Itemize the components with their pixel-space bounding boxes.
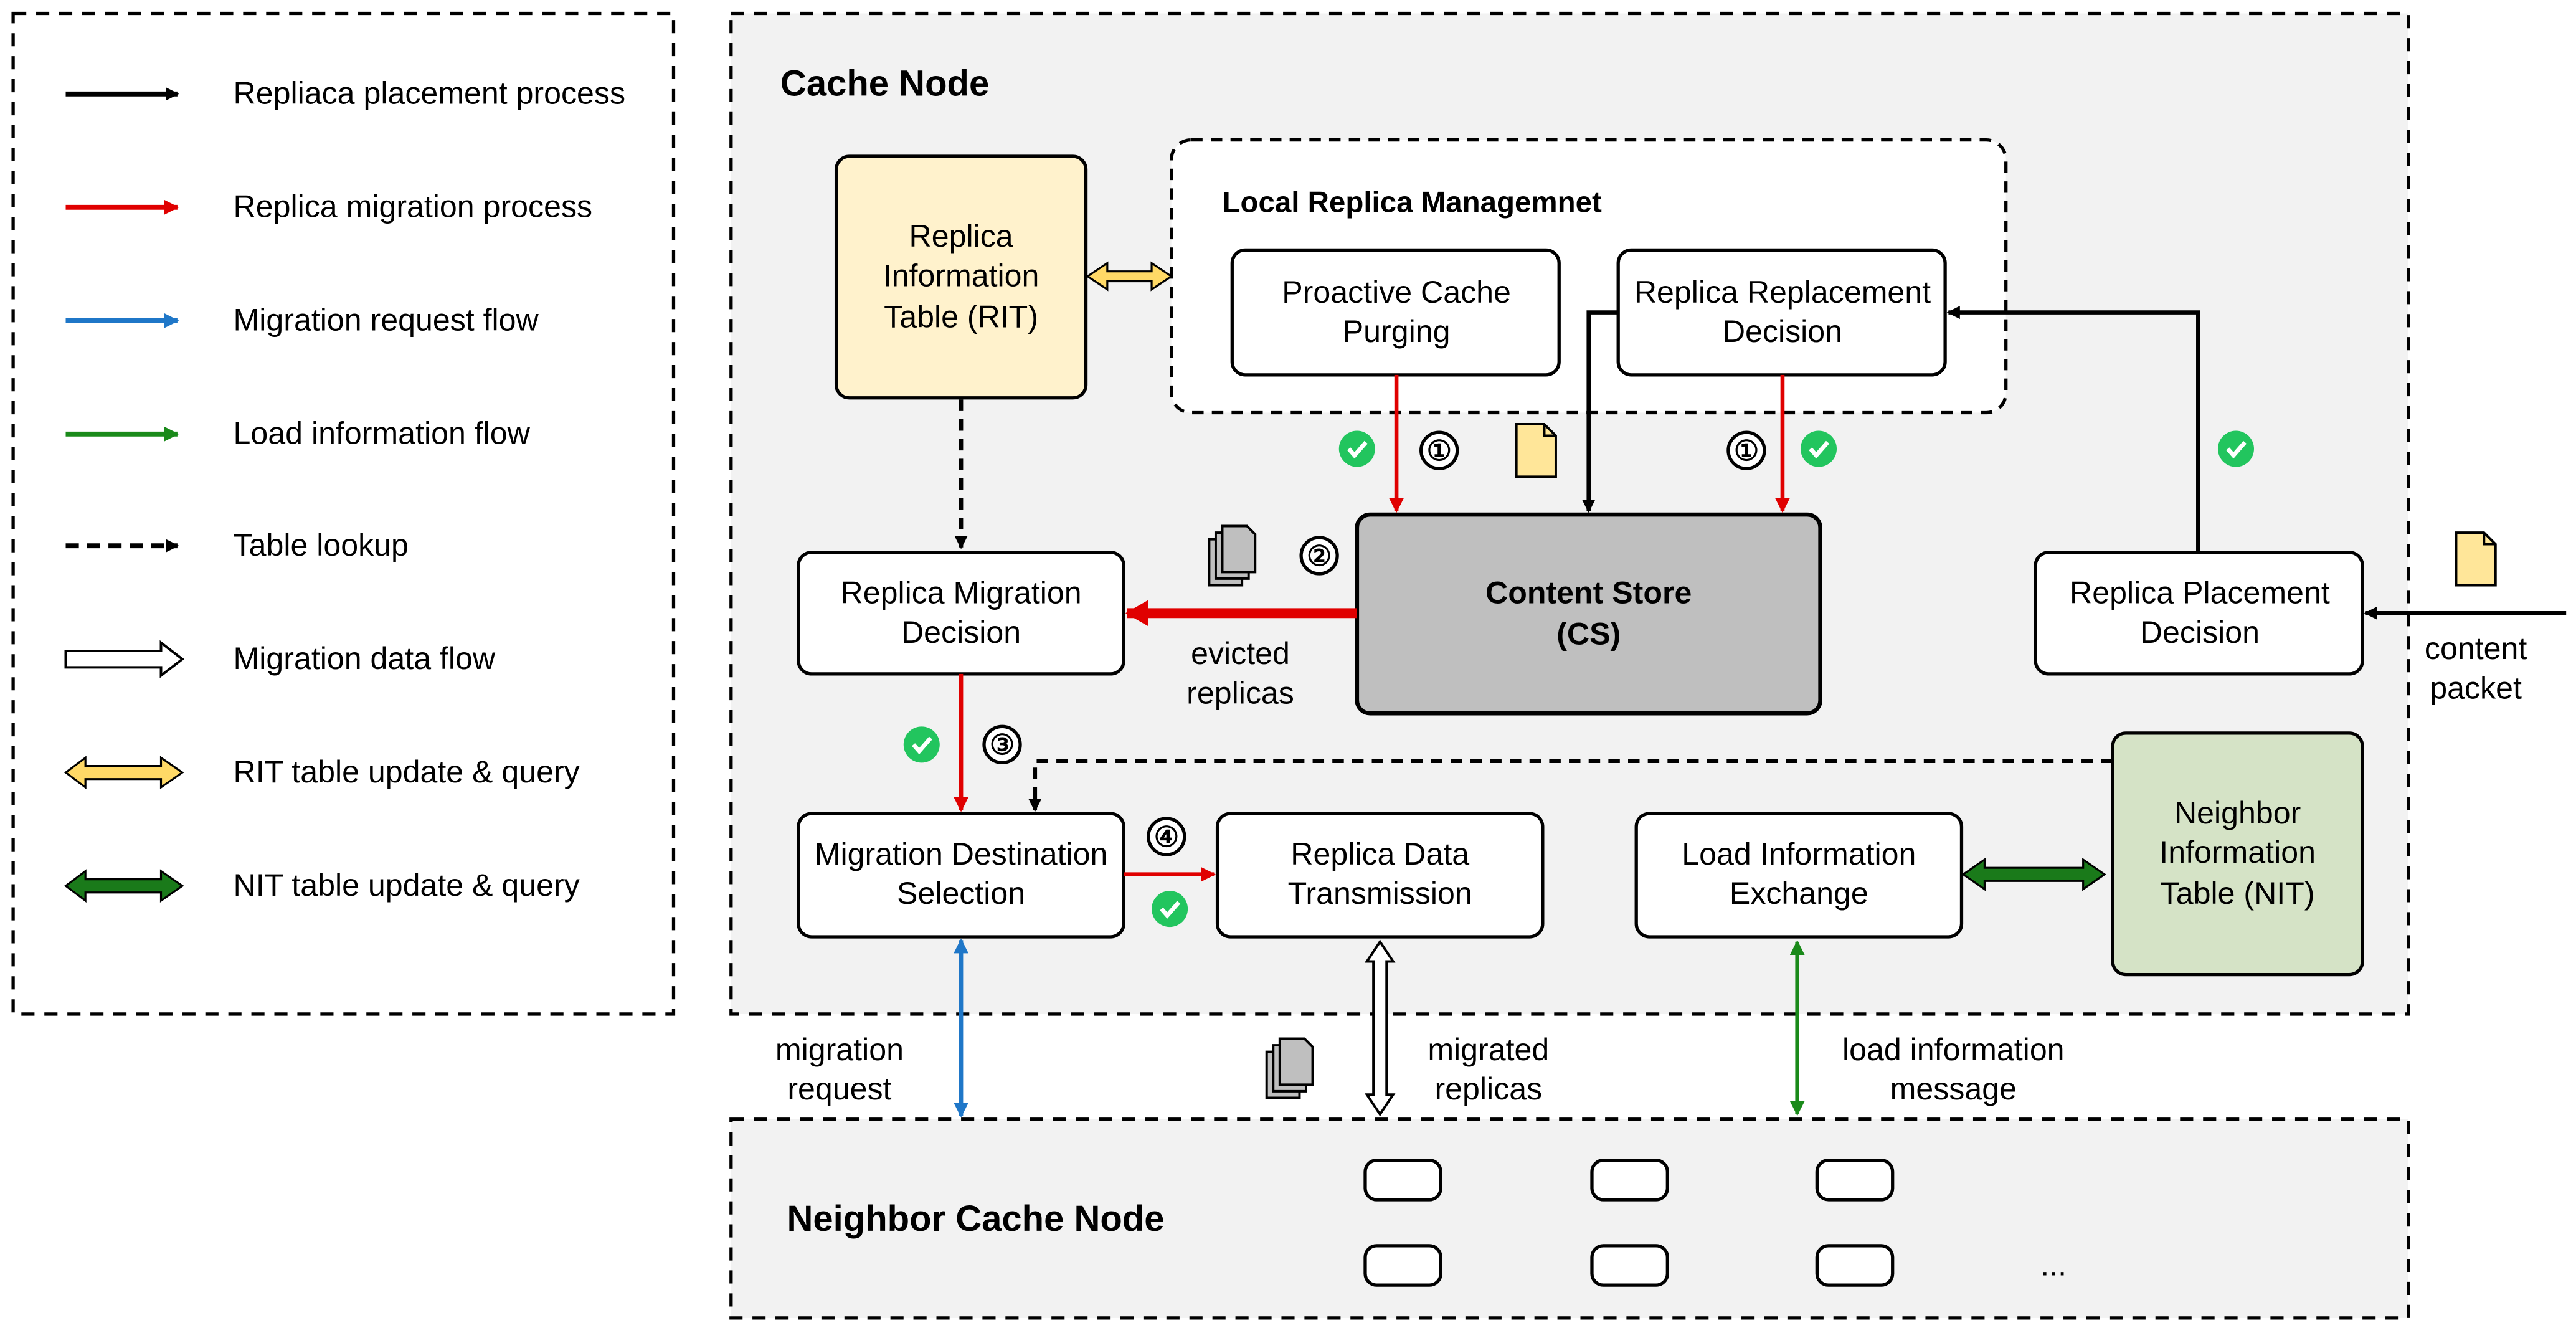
placement-to-replacement-arrow <box>1946 306 2200 553</box>
legend-label: Load information flow <box>234 416 531 451</box>
ellipsis: ... <box>2040 1247 2067 1282</box>
svg-text:Table (RIT): Table (RIT) <box>884 299 1038 334</box>
cache-node: Cache Node Local Replica Managemnet Repl… <box>729 11 2567 1016</box>
document-icon <box>2455 531 2497 587</box>
migration-request-label: migration <box>775 1032 904 1067</box>
check-icon <box>2218 431 2254 467</box>
legend-label: Replica migration process <box>234 189 593 224</box>
legend-item-load: Load information flow <box>65 416 531 451</box>
legend-item-request: Migration request flow <box>65 303 539 338</box>
svg-text:Table (NIT): Table (NIT) <box>2161 876 2315 911</box>
svg-text:Information: Information <box>2159 835 2316 870</box>
svg-text:Exchange: Exchange <box>1730 876 1868 911</box>
svg-text:Decision: Decision <box>2140 615 2260 650</box>
cache-node-title: Cache Node <box>780 63 989 103</box>
check-icon <box>1801 431 1837 467</box>
legend: Repliaca placement process Replica migra… <box>11 11 676 1016</box>
legend-label: Table lookup <box>234 528 409 562</box>
svg-text:Selection: Selection <box>897 876 1025 911</box>
svg-text:Migration Destination: Migration Destination <box>815 837 1108 871</box>
svg-text:Information: Information <box>883 258 1039 293</box>
neighbor-cache-node: Neighbor Cache Node ... <box>729 1117 2410 1320</box>
svg-text:Neighbor: Neighbor <box>2174 795 2301 830</box>
svg-text:Replica Replacement: Replica Replacement <box>1634 275 1931 310</box>
check-icon <box>1339 431 1375 467</box>
migration-request-label: request <box>787 1071 891 1106</box>
svg-text:Content Store: Content Store <box>1485 575 1692 610</box>
load-message-label: load information <box>1842 1032 2065 1067</box>
svg-text:Decision: Decision <box>901 615 1021 650</box>
legend-item-data: Migration data flow <box>64 640 496 678</box>
documents-icon <box>1208 524 1257 587</box>
svg-text:Transmission: Transmission <box>1288 876 1472 911</box>
content-packet-label: packet <box>2430 670 2522 705</box>
step-markers: ① ① ② ③ ④ <box>982 430 1766 856</box>
svg-text:(CS): (CS) <box>1556 616 1621 651</box>
svg-text:Replica Migration: Replica Migration <box>841 575 1082 610</box>
svg-text:①: ① <box>1427 435 1452 467</box>
svg-text:③: ③ <box>990 729 1015 761</box>
rit-update-arrow <box>1086 261 1173 292</box>
svg-text:Purging: Purging <box>1343 314 1451 349</box>
svg-text:Replica Placement: Replica Placement <box>2070 575 2330 610</box>
document-icon <box>1515 422 1557 478</box>
legend-label: NIT table update & query <box>234 868 580 903</box>
svg-text:Decision: Decision <box>1723 314 1842 349</box>
nit-lookup-arrow <box>1028 759 2113 812</box>
content-packet-label: content <box>2425 631 2527 666</box>
migrated-replicas-label: replicas <box>1434 1071 1542 1106</box>
neighbor-module <box>1815 1244 1895 1287</box>
legend-label: Repliaca placement process <box>234 76 625 111</box>
neighbor-module <box>1590 1244 1669 1287</box>
svg-text:Load Information: Load Information <box>1682 837 1916 871</box>
check-icon <box>904 726 940 762</box>
evicted-label: evicted <box>1191 636 1290 671</box>
legend-label: Migration request flow <box>234 303 539 338</box>
svg-text:①: ① <box>1734 435 1759 467</box>
neighbor-module <box>1590 1159 1669 1202</box>
documents-icon <box>1265 1037 1314 1099</box>
svg-text:④: ④ <box>1154 821 1179 853</box>
neighbor-module <box>1363 1159 1442 1202</box>
evicted-label: replicas <box>1186 675 1294 710</box>
legend-label: RIT table update & query <box>234 754 580 789</box>
svg-text:Proactive Cache: Proactive Cache <box>1282 275 1511 310</box>
legend-label: Migration data flow <box>234 641 496 676</box>
local-management-title: Local Replica Managemnet <box>1222 186 1602 219</box>
load-message-label: message <box>1890 1071 2017 1106</box>
neighbor-module <box>1815 1159 1895 1202</box>
svg-text:Replica Data: Replica Data <box>1290 837 1469 871</box>
legend-item-nit: NIT table update & query <box>64 868 580 903</box>
migrated-replicas-arrow <box>1364 939 1396 1117</box>
legend-item-rit: RIT table update & query <box>64 754 580 790</box>
migrated-replicas-label: migrated <box>1428 1032 1549 1067</box>
check-icon <box>1152 891 1188 927</box>
nit-update-arrow <box>1961 857 2106 891</box>
svg-text:Replica: Replica <box>909 219 1013 254</box>
legend-item-lookup: Table lookup <box>65 528 409 562</box>
neighbor-module <box>1363 1244 1442 1287</box>
replacement-to-cs-arrow <box>1582 310 1619 513</box>
legend-item-placement: Repliaca placement process <box>65 76 625 111</box>
svg-text:②: ② <box>1307 540 1332 572</box>
legend-item-migration: Replica migration process <box>65 189 593 224</box>
content-store: Content Store (CS) <box>1355 512 1822 716</box>
neighbor-title: Neighbor Cache Node <box>787 1198 1164 1239</box>
